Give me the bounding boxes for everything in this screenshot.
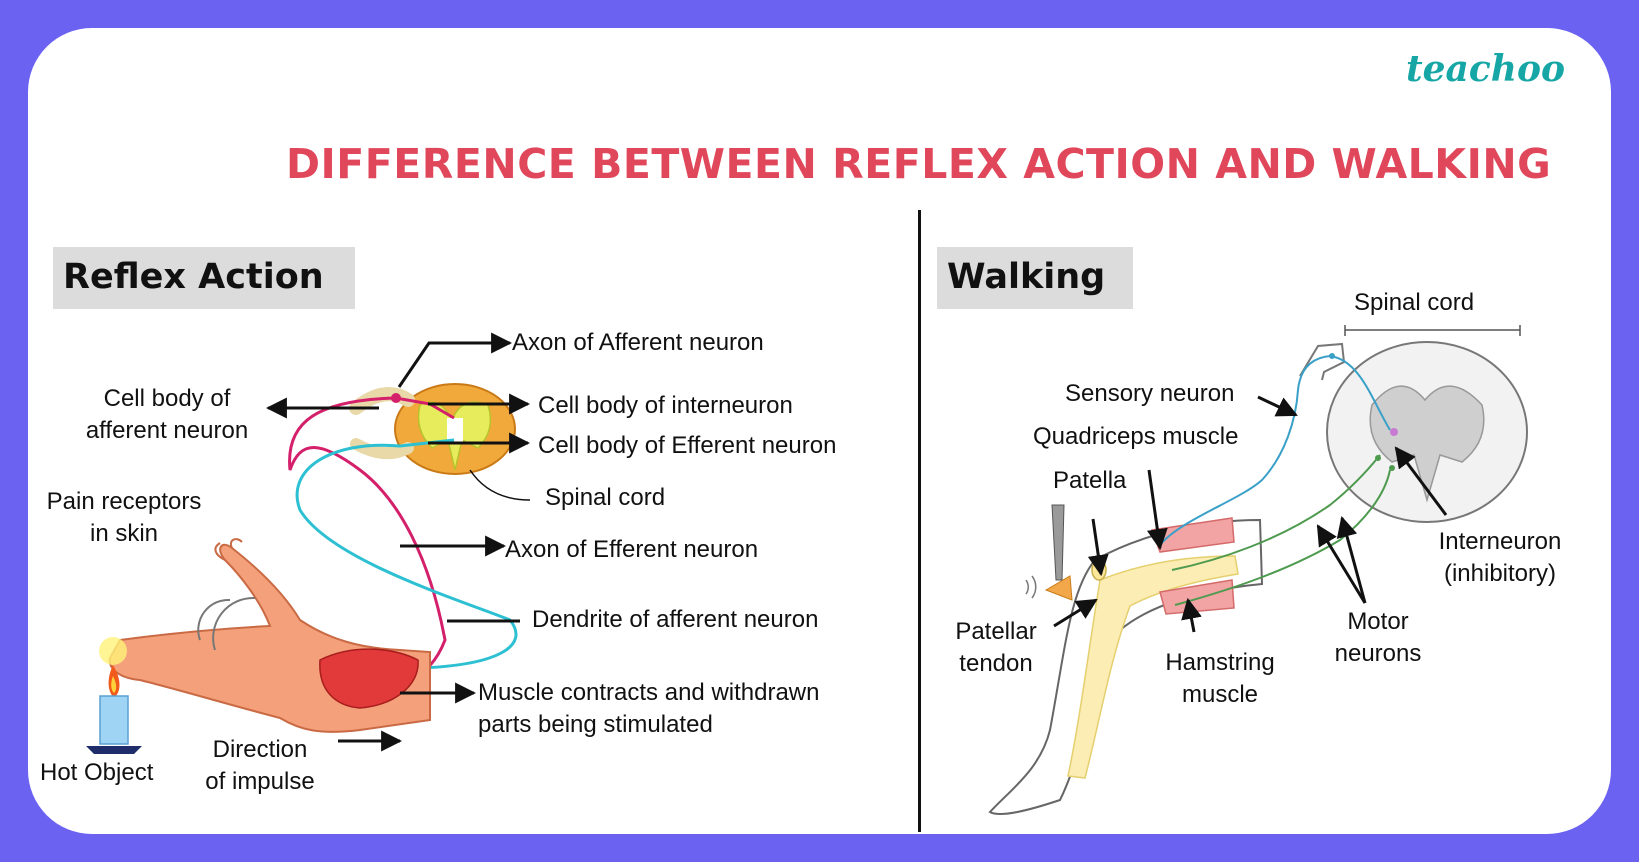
label-patellar-line2: tendon bbox=[959, 650, 1033, 677]
label-reflex-spinal-cord: Spinal cord bbox=[545, 484, 666, 511]
label-muscle-contracts-line2: parts being stimulated bbox=[478, 711, 713, 738]
label-direction-line2: of impulse bbox=[205, 768, 315, 795]
label-hamstring-line1: Hamstring bbox=[1165, 649, 1275, 676]
teachoo-logo: teachoo bbox=[1406, 48, 1565, 90]
label-axon-afferent: Axon of Afferent neuron bbox=[512, 329, 764, 356]
hot-object-candle bbox=[86, 637, 142, 754]
label-axon-efferent: Axon of Efferent neuron bbox=[505, 536, 759, 563]
label-pain-receptors-line2: in skin bbox=[89, 520, 159, 547]
label-dendrite-afferent: Dendrite of afferent neuron bbox=[532, 606, 819, 633]
walking-heading-box: Walking bbox=[937, 247, 1133, 309]
label-walking-spinal-cord: Spinal cord bbox=[1354, 289, 1475, 316]
label-motor-line1: Motor bbox=[1347, 608, 1409, 635]
label-interneuron-line2: (inhibitory) bbox=[1443, 560, 1557, 587]
reflex-heading-box: Reflex Action bbox=[53, 247, 355, 309]
label-cell-body-afferent-line2: afferent neuron bbox=[85, 417, 249, 444]
reflex-pointer-arrows bbox=[265, 332, 531, 752]
page-title: DIFFERENCE BETWEEN REFLEX ACTION AND WAL… bbox=[286, 140, 1552, 188]
label-quadriceps-muscle: Quadriceps muscle bbox=[1033, 423, 1239, 450]
arm-illustration bbox=[108, 538, 431, 733]
walking-heading: Walking bbox=[947, 257, 1106, 297]
label-interneuron-line1: Interneuron bbox=[1438, 528, 1562, 555]
leg-illustration bbox=[988, 504, 1264, 816]
reflex-heading: Reflex Action bbox=[63, 257, 324, 297]
label-hot-object: Hot Object bbox=[40, 759, 154, 786]
column-divider bbox=[918, 210, 921, 832]
label-cell-body-efferent: Cell body of Efferent neuron bbox=[538, 432, 837, 459]
label-patellar-line1: Patellar bbox=[955, 618, 1037, 645]
label-sensory-neuron: Sensory neuron bbox=[1065, 380, 1235, 407]
walking-pointer-arrows bbox=[1053, 395, 1448, 633]
label-cell-body-interneuron: Cell body of interneuron bbox=[538, 392, 793, 419]
label-motor-line2: neurons bbox=[1334, 640, 1422, 667]
spinal-cord-cross-section bbox=[349, 383, 516, 475]
label-hamstring-line2: muscle bbox=[1181, 681, 1259, 708]
label-direction-line1: Direction bbox=[212, 736, 308, 763]
label-pain-receptors-line1: Pain receptors bbox=[46, 488, 202, 515]
label-cell-body-afferent-line1: Cell body of bbox=[103, 385, 231, 412]
spinal-cord-diagram bbox=[1299, 325, 1528, 523]
label-patella: Patella bbox=[1053, 467, 1127, 494]
label-muscle-contracts-line1: Muscle contracts and withdrawn bbox=[478, 679, 820, 706]
